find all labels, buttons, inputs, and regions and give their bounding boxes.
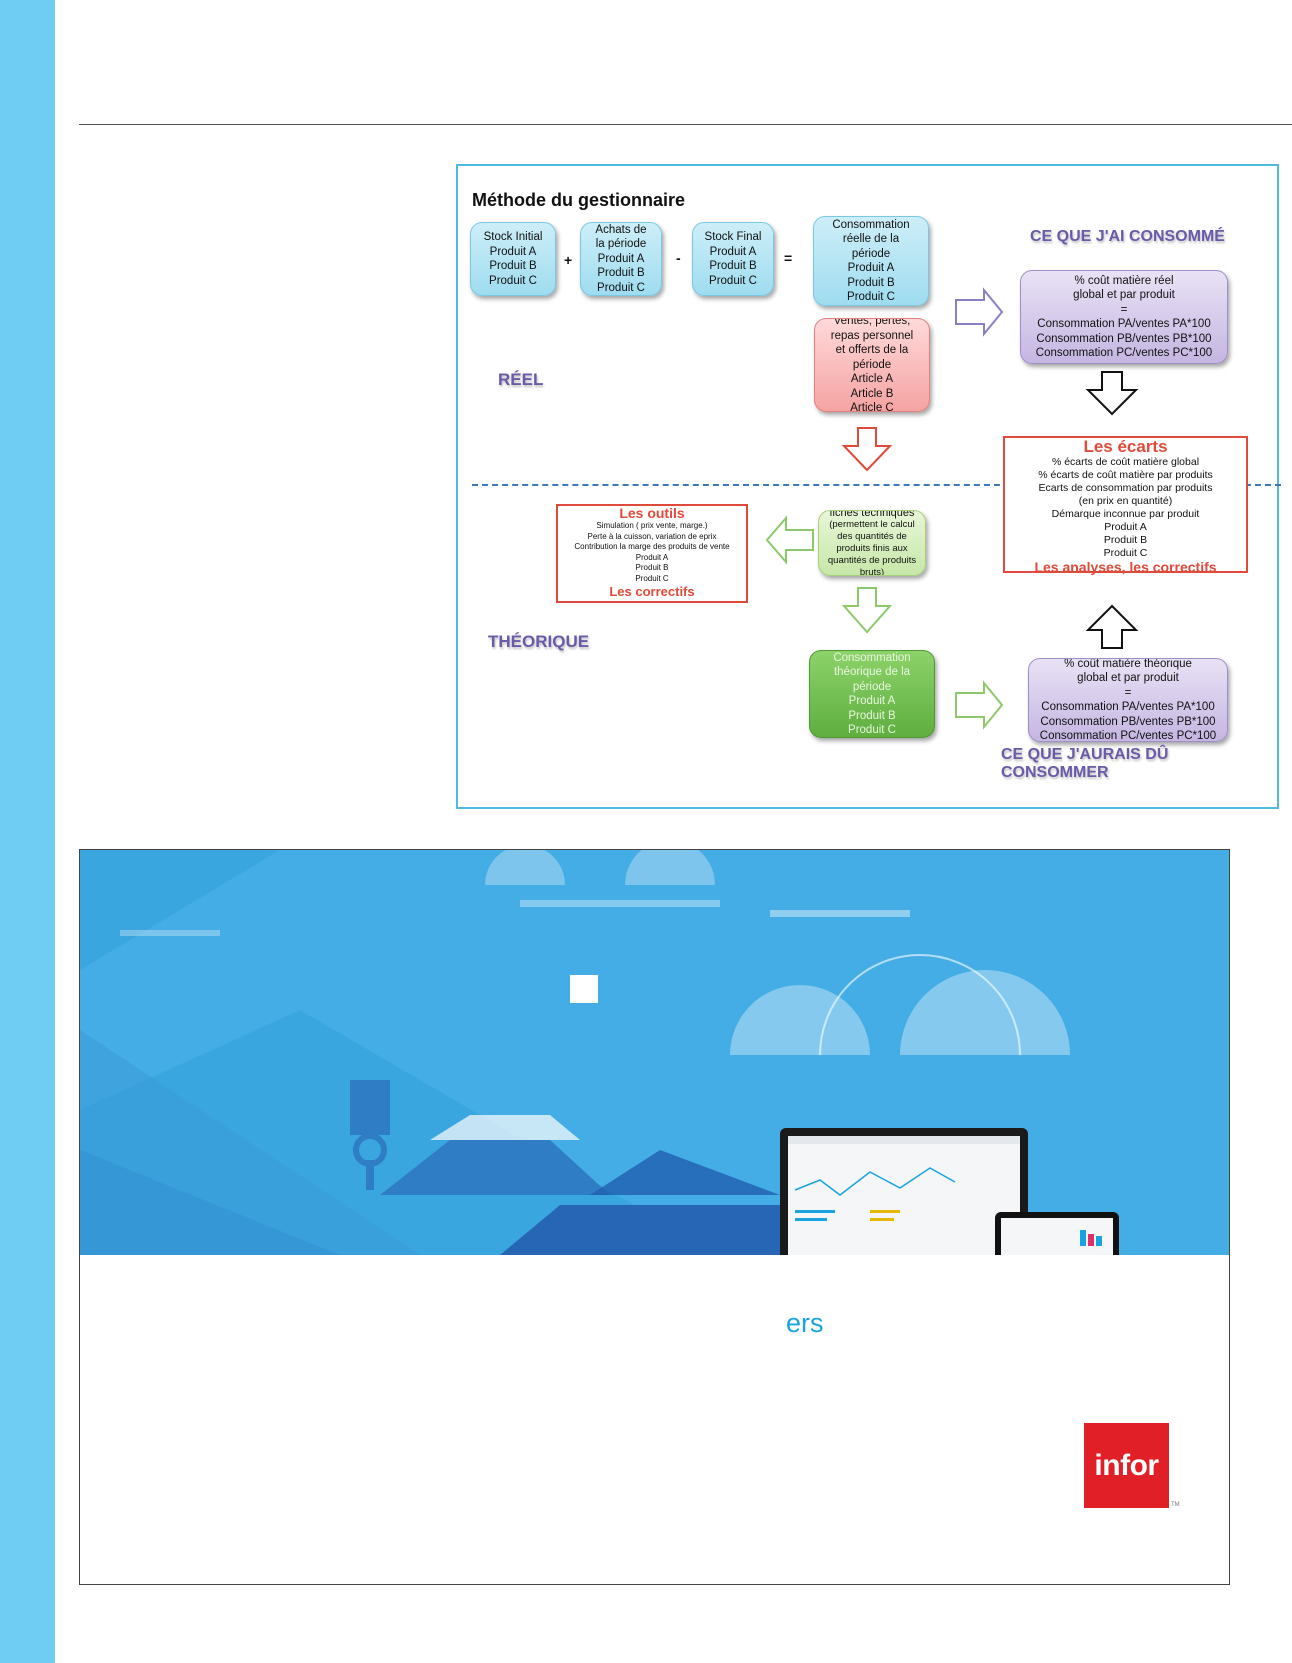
banner-illustration [80,850,1229,1255]
arrow-left-icon [765,515,814,565]
banner-text-fragment: ers [786,1308,824,1338]
arrow-right-icon [955,680,1004,730]
heading-consomme: CE QUE J'AI CONSOMMÉ [1030,228,1225,245]
minus-operator: - [676,250,681,266]
infor-banner: ers infor TM [79,849,1230,1585]
infor-logo: infor [1084,1423,1169,1508]
heading-aurais: CE QUE J'AURAIS DÛ CONSOMMER [1001,746,1169,781]
header-divider [79,124,1292,125]
white-square-icon [570,975,598,1003]
heading-reel: RÉEL [498,370,544,389]
arrow-down-icon [841,427,893,472]
heading-theorique: THÉORIQUE [488,632,590,651]
arrow-down-icon [841,587,893,634]
left-accent-bar [0,0,55,1663]
trademark-mark: TM [1171,1502,1180,1508]
outils-frame: Les outils Simulation ( prix vente, marg… [556,504,748,603]
equals-operator: = [784,250,793,266]
arrow-right-icon [955,287,1004,337]
diagram-title: Méthode du gestionnaire [472,190,686,210]
key-icon [350,1080,390,1135]
cloud-dome-icon [900,970,1070,1055]
ecarts-frame: Les écarts % écarts de coût matière glob… [1003,436,1248,574]
plus-operator: + [564,252,573,268]
reel-theorique-separator [472,484,1281,486]
arrow-up-icon [1085,604,1139,649]
arrow-down-icon [1085,371,1139,416]
diagram-arrows [765,287,1139,730]
